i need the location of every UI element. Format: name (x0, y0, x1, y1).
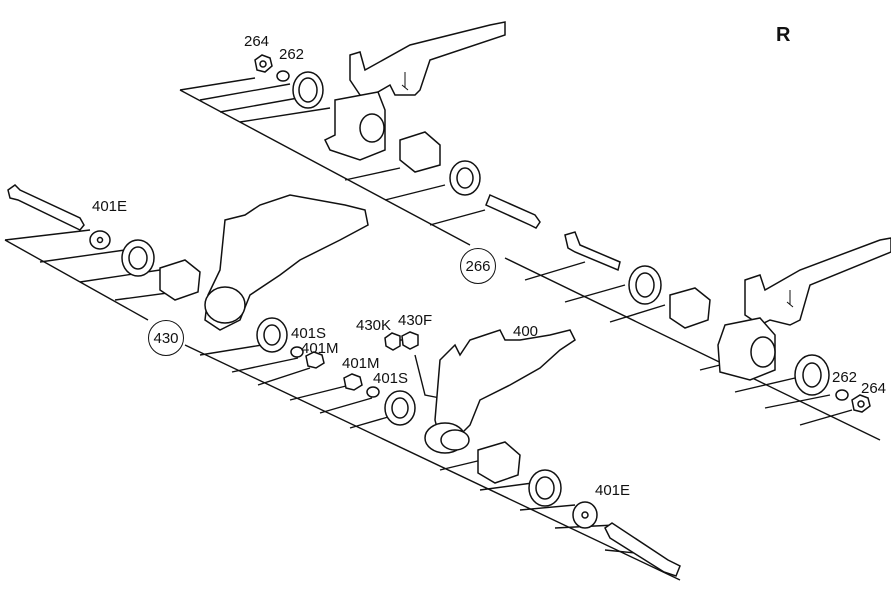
callout-262-top: 262 (279, 46, 305, 63)
bolt (485, 193, 541, 229)
callout-401E-left: 401E (92, 198, 128, 215)
circled-callout-266: 266 (460, 248, 496, 284)
washer-262 (276, 70, 290, 82)
leader-line (414, 354, 441, 399)
lower-axis-line-a (4, 239, 149, 321)
washer-401S (290, 346, 304, 358)
leader-line (799, 409, 853, 426)
callout-430F: 430F (398, 312, 433, 329)
bushing-430K (384, 332, 401, 351)
callout-401M-a: 401M (301, 340, 339, 357)
callout-401S-b: 401S (373, 370, 409, 387)
upper-left-hardware (254, 54, 481, 196)
circled-callout-430: 430 (148, 320, 184, 356)
upper-bracket-part (323, 21, 506, 161)
callout-264-right: 264 (861, 380, 887, 397)
bolt (564, 231, 621, 272)
leader-line (199, 83, 291, 101)
bushing-slotted (159, 259, 201, 301)
bushing-slotted (477, 441, 521, 484)
bushing-slotted (399, 131, 441, 173)
leader-line (257, 367, 311, 386)
leader-line (4, 229, 91, 241)
callout-401E-right: 401E (595, 482, 631, 499)
leader-line (764, 394, 831, 409)
leader-line (609, 304, 666, 323)
lower-axis-line-b (184, 344, 681, 581)
leader-line (429, 209, 486, 226)
nut-401M (305, 351, 325, 369)
lower-left-hardware (7, 184, 416, 426)
leader-line (179, 77, 256, 91)
leader-line (519, 504, 576, 511)
callout-262-right: 262 (832, 369, 858, 386)
leader-line (39, 249, 126, 263)
callout-400: 400 (513, 323, 539, 340)
upper-axis-line-b (504, 257, 881, 441)
washer-262 (835, 389, 849, 401)
leader-line (319, 397, 373, 414)
leader-line (384, 184, 446, 201)
leader-line (524, 261, 586, 281)
lower-arm-430 (204, 194, 369, 331)
lower-axis-group (4, 229, 681, 581)
bolt (604, 522, 681, 577)
upper-axis-line-a (179, 89, 471, 246)
bushing-430F (401, 331, 419, 350)
upper-bolts (485, 193, 621, 272)
right-bracket-part (717, 237, 891, 381)
leader-line (219, 97, 299, 113)
lower-right-hardware (477, 441, 681, 577)
leader-line (734, 377, 796, 393)
washer-401S (366, 386, 380, 398)
bushing-slotted (669, 287, 711, 329)
callout-401S-a: 401S (291, 325, 327, 342)
callout-401M-b: 401M (342, 355, 380, 372)
leader-line (344, 167, 401, 181)
corner-label: R (776, 24, 791, 46)
leader-line (564, 284, 626, 303)
center-arm-400 (384, 329, 576, 454)
leader-line (199, 344, 263, 356)
right-hardware (628, 265, 871, 413)
leader-line (231, 357, 299, 373)
callout-264-top: 264 (244, 33, 270, 50)
leader-line (289, 384, 351, 401)
callout-430K: 430K (356, 317, 392, 334)
leader-line (239, 107, 331, 123)
nut-401M (343, 373, 363, 391)
bolt (7, 184, 85, 231)
